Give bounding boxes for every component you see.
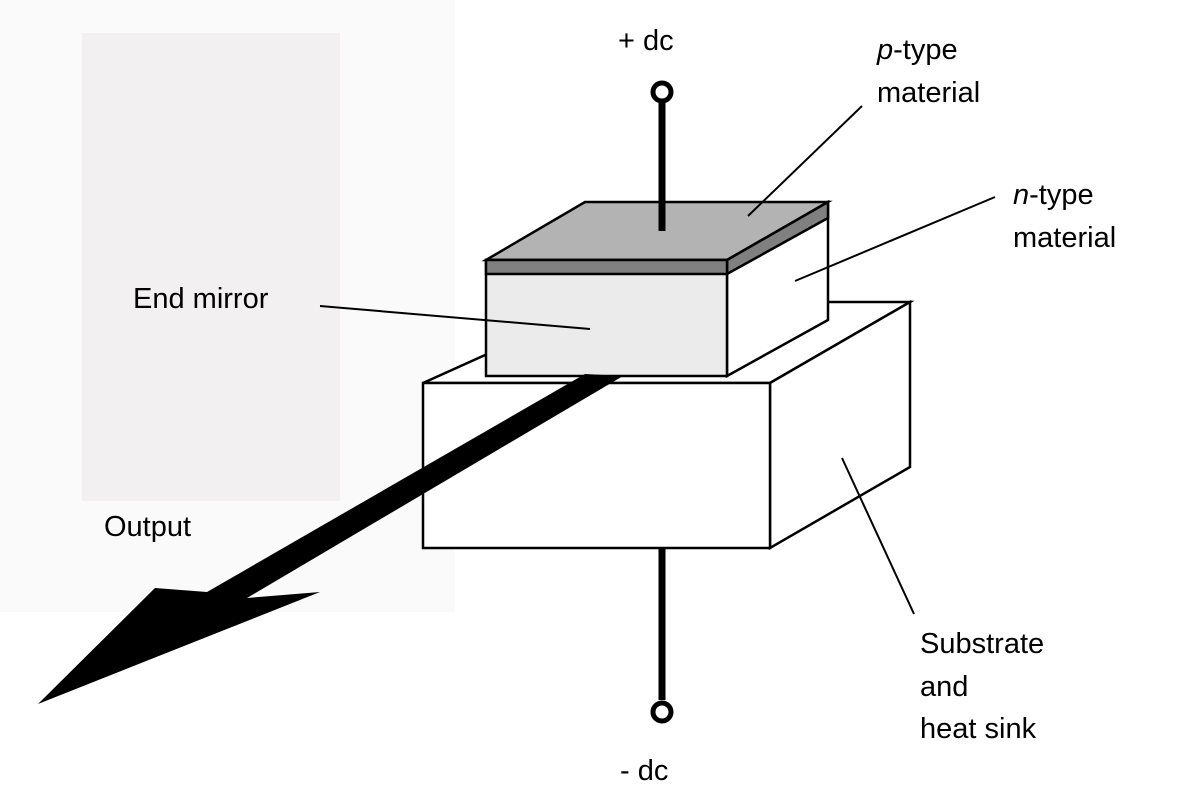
positive-terminal [650,80,674,104]
background-panel-inner [82,33,340,501]
leader-lines [319,105,996,615]
junction-stripe-front [484,258,729,276]
minus-dc-label: - dc [620,755,668,787]
output-label: Output [104,511,191,543]
n-type-front-face [484,258,729,378]
p-type-leader [747,105,863,217]
n-type-label: n-type [1013,179,1094,211]
substrate-leader [841,457,915,615]
p-type-label: p-type [876,34,958,66]
output-beam-arrow [38,374,623,704]
chip-block [481,199,833,379]
plus-dc-label: + dc [618,25,674,57]
substrate-label-line3: heat sink [920,713,1037,745]
p-type-label-line2: material [877,77,980,109]
end-mirror-label: End mirror [133,283,269,315]
n-type-label-line2: material [1013,222,1116,254]
n-type-leader [794,196,996,282]
end-mirror-leader [319,305,591,330]
substrate-front-face [421,381,772,550]
substrate-label-line2: and [920,671,968,703]
substrate-label-line1: Substrate [920,628,1044,660]
negative-terminal [650,700,674,724]
